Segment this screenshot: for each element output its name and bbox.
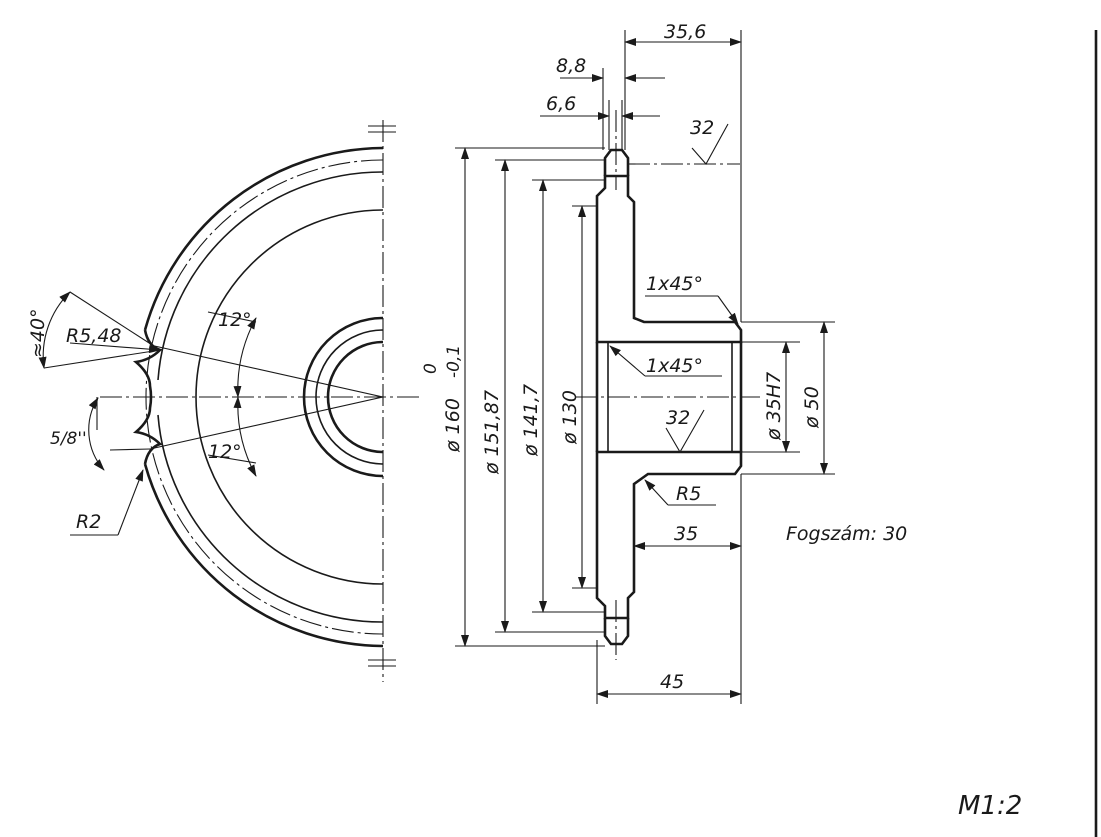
angle-lower-label: 12° bbox=[208, 441, 242, 463]
front-half-view bbox=[38, 120, 420, 682]
top-dimensions bbox=[540, 30, 742, 322]
tooth-radius-label: R5,48 bbox=[66, 325, 122, 347]
dia-outer-label: ø 160 bbox=[442, 398, 464, 453]
diameter-dimensions bbox=[455, 147, 835, 647]
dia-root-label: ø 141,7 bbox=[520, 384, 542, 457]
pitch-label: 5/8'' bbox=[50, 429, 87, 449]
bottom-dimensions bbox=[596, 474, 742, 704]
dia-outer-tol-lower: -0,1 bbox=[444, 345, 464, 378]
dia-bore-label: ø 35H7 bbox=[763, 372, 785, 441]
root-radius-label: R2 bbox=[76, 511, 101, 533]
section-view bbox=[575, 110, 760, 660]
dia-hub-label: ø 50 bbox=[801, 386, 823, 429]
width-top-label: 35,6 bbox=[664, 21, 706, 43]
tooth-angle-label: ≈40° bbox=[27, 308, 49, 358]
chamfer-outer-label: 1x45° bbox=[646, 273, 703, 295]
tooth-width-label: 8,8 bbox=[556, 55, 586, 77]
roughness-top-label: 32 bbox=[690, 117, 714, 139]
section-hatch-upper bbox=[595, 174, 743, 344]
hub-length-label: 35 bbox=[674, 523, 698, 545]
callouts bbox=[609, 295, 739, 506]
tooth-tip-width-label: 6,6 bbox=[546, 93, 576, 115]
scale-note: M1:2 bbox=[958, 791, 1022, 821]
roughness-bore-label: 32 bbox=[666, 407, 690, 429]
dia-pitch-label: ø 151,87 bbox=[481, 390, 503, 475]
total-length-label: 45 bbox=[660, 671, 684, 693]
chamfer-bore-label: 1x45° bbox=[646, 355, 703, 377]
dia-web-label: ø 130 bbox=[559, 390, 581, 445]
section-hatch-lower bbox=[595, 450, 743, 620]
tooth-count-note: Fogszám: 30 bbox=[786, 523, 907, 545]
angle-upper-label: 12° bbox=[218, 309, 252, 331]
fillet-label: R5 bbox=[676, 483, 701, 505]
dia-outer-tol-upper: 0 bbox=[421, 363, 441, 374]
